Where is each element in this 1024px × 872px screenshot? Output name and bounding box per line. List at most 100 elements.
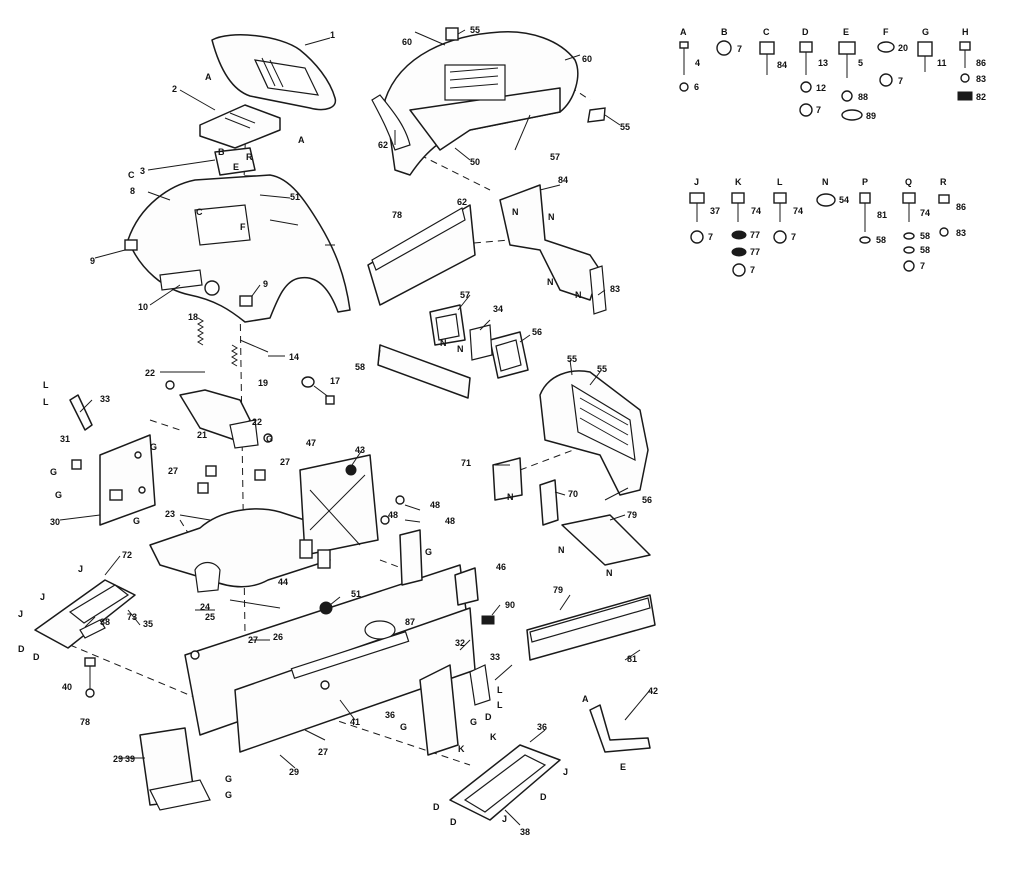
part-label: 22 xyxy=(145,368,155,378)
part-label: 17 xyxy=(330,376,340,386)
part-label: 8 xyxy=(130,186,135,196)
part-label: 70 xyxy=(568,489,578,499)
letter-label: L xyxy=(497,685,503,695)
hardware-letter: K xyxy=(735,177,742,187)
hardware-letter: L xyxy=(777,177,783,187)
part-label: 26 xyxy=(273,632,283,642)
front-bumper xyxy=(139,727,211,811)
letter-label: A xyxy=(298,135,305,145)
bracket-32 xyxy=(419,664,491,756)
letter-label: C xyxy=(128,170,135,180)
letter-label: D xyxy=(433,802,440,812)
letter-labels: A A C B E R C F G L L G G G G J J J D D … xyxy=(18,72,626,827)
part-label: 43 xyxy=(355,445,365,455)
letter-label: B xyxy=(218,147,225,157)
part-label: 14 xyxy=(289,352,299,362)
part-label: 57 xyxy=(460,290,470,300)
letter-label: E xyxy=(233,162,239,172)
spring-90 xyxy=(481,615,495,625)
hardware-number: 58 xyxy=(876,235,886,245)
part-label: 50 xyxy=(470,157,480,167)
part-label: 2 xyxy=(172,84,177,94)
letter-label: D xyxy=(540,792,547,802)
part-label: 90 xyxy=(505,600,515,610)
part-label: 71 xyxy=(461,458,471,468)
part-label: 27 xyxy=(280,457,290,467)
part-label: 62 xyxy=(457,197,467,207)
letter-label: K xyxy=(490,732,497,742)
hardware-legend-labels: A B C D E F G H 4 6 7 84 13 12 7 5 88 89… xyxy=(680,27,986,275)
bracket-48 xyxy=(380,495,423,586)
part-label: 33 xyxy=(490,652,500,662)
hardware-letter: A xyxy=(680,27,687,37)
part-label: 34 xyxy=(493,304,503,314)
hardware-number: 86 xyxy=(956,202,966,212)
hood xyxy=(371,31,579,176)
hardware-letter: D xyxy=(802,27,809,37)
dash-panel xyxy=(299,454,379,569)
hardware-number: 81 xyxy=(877,210,887,220)
part-label: 36 xyxy=(385,710,395,720)
letter-label: D xyxy=(18,644,25,654)
letter-label: N xyxy=(507,492,514,502)
part-label: 40 xyxy=(62,682,72,692)
hardware-number: 5 xyxy=(858,58,863,68)
part-label: 30 xyxy=(50,517,60,527)
clip-31 xyxy=(71,459,82,470)
hardware-letter: F xyxy=(883,27,889,37)
part-label: 58 xyxy=(355,362,365,372)
part-label: 23 xyxy=(165,509,175,519)
part-label: 29 xyxy=(113,754,123,764)
hardware-letter: Q xyxy=(905,177,912,187)
right-footrest xyxy=(449,744,561,821)
leader-lines xyxy=(59,29,651,826)
hardware-number: 83 xyxy=(956,228,966,238)
hardware-letter: P xyxy=(862,177,868,187)
letter-label: G xyxy=(150,442,157,452)
hardware-number: 83 xyxy=(976,74,986,84)
hardware-number: 74 xyxy=(751,206,761,216)
left-footrest xyxy=(34,579,136,698)
pedal-42 xyxy=(589,704,651,753)
hardware-number: 12 xyxy=(816,83,826,93)
part-label: 78 xyxy=(392,210,402,220)
part-label: 72 xyxy=(122,550,132,560)
part-label: 33 xyxy=(100,394,110,404)
front-grille xyxy=(539,370,649,496)
part-label: 25 xyxy=(205,612,215,622)
hardware-number: 4 xyxy=(695,58,700,68)
hardware-number: 58 xyxy=(920,231,930,241)
letter-label: N xyxy=(548,212,555,222)
letter-label: N xyxy=(606,568,613,578)
hardware-number: 7 xyxy=(708,232,713,242)
hardware-number: 77 xyxy=(750,230,760,240)
bracket-71 xyxy=(492,457,523,501)
part-label: 48 xyxy=(430,500,440,510)
letter-label: K xyxy=(458,744,465,754)
letter-label: J xyxy=(78,564,83,574)
part-label: 55 xyxy=(597,364,607,374)
bracket-46 xyxy=(454,567,479,606)
knob xyxy=(301,376,335,405)
hardware-number: 7 xyxy=(920,261,925,271)
hardware-number: 58 xyxy=(920,245,930,255)
part-label: 24 xyxy=(200,602,210,612)
cube-27c xyxy=(254,469,266,481)
part-label: 44 xyxy=(278,577,288,587)
hardware-number: 88 xyxy=(858,92,868,102)
decal-55a xyxy=(445,27,459,41)
fender-body xyxy=(124,174,351,323)
hardware-number: 74 xyxy=(920,208,930,218)
hardware-number: 89 xyxy=(866,111,876,121)
hardware-number: 7 xyxy=(750,265,755,275)
part-label: 57 xyxy=(550,152,560,162)
seat xyxy=(211,34,337,111)
front-bumper-79 xyxy=(526,594,656,661)
letter-label: N xyxy=(575,290,582,300)
letter-label: L xyxy=(497,700,503,710)
hardware-number: 86 xyxy=(976,58,986,68)
letter-label: A xyxy=(582,694,589,704)
letter-label: E xyxy=(620,762,626,772)
letter-label: N xyxy=(558,545,565,555)
part-label: 73 xyxy=(127,612,137,622)
